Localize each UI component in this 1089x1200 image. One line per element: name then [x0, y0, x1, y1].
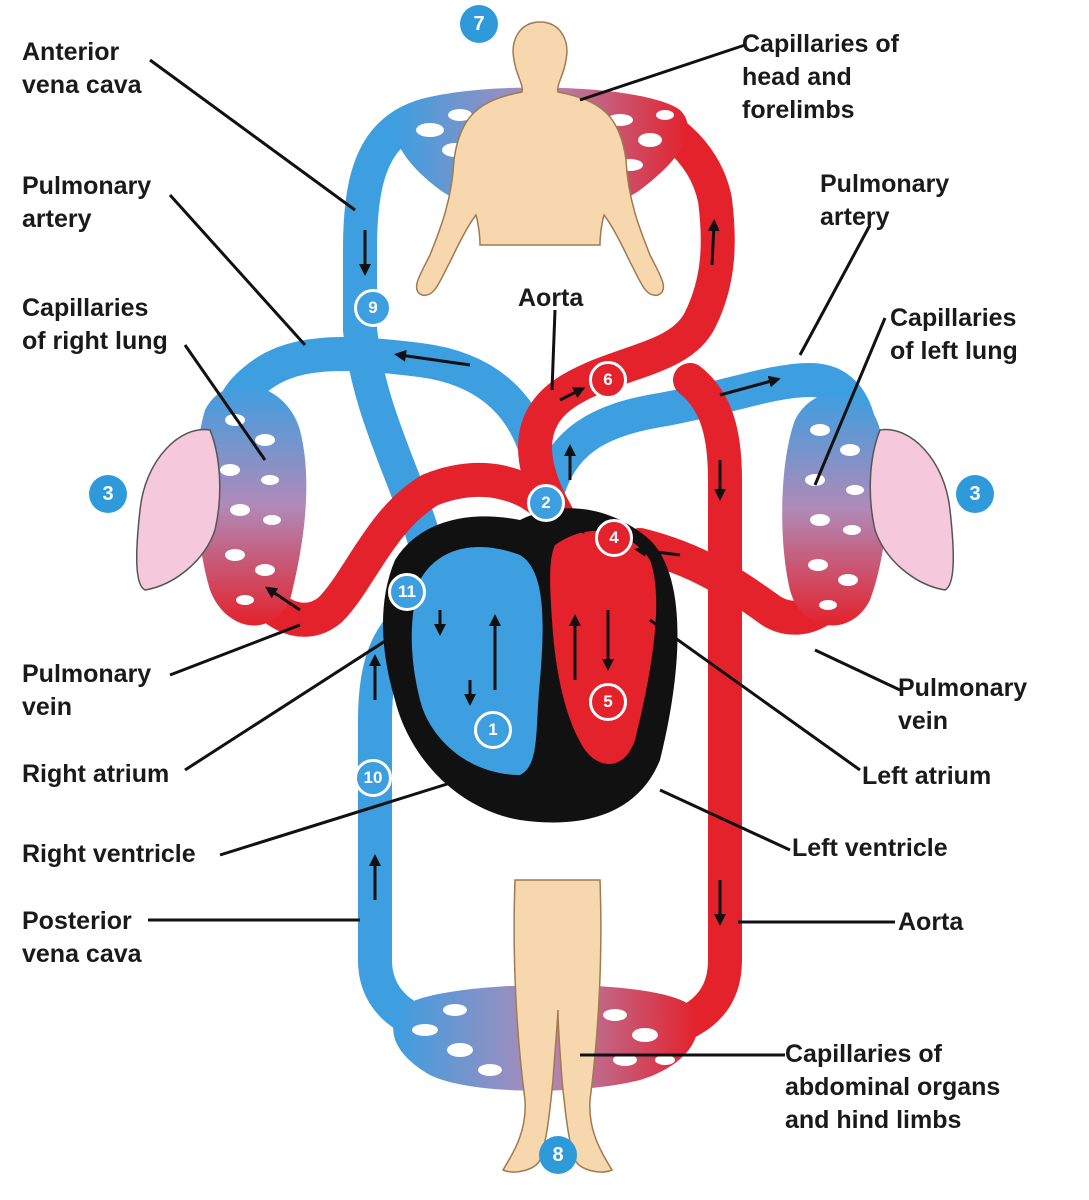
label-posterior-vena-cava: Posterior vena cava	[22, 907, 142, 968]
step-badge-6: 6	[589, 361, 627, 399]
label-aorta-bottom: Aorta	[898, 908, 964, 936]
step-badge-5: 5	[589, 683, 627, 721]
pulmonary-vein-right-lung	[223, 463, 577, 637]
step-badge-8: 8	[539, 1136, 577, 1174]
right-lung-capillaries	[195, 385, 307, 626]
label-capillaries-right-lung: Capillaries of right lung	[22, 294, 168, 355]
left-heart-chambers	[550, 530, 657, 764]
step-badge-11: 11	[388, 573, 426, 611]
step-badge-2: 2	[527, 484, 565, 522]
label-pulmonary-artery-left: Pulmonary artery	[22, 172, 152, 233]
left-lung-capillaries	[782, 392, 888, 626]
left-lung	[869, 428, 955, 591]
label-aorta-top: Aorta	[518, 284, 584, 312]
step-badge-3-left: 3	[89, 475, 127, 513]
label-left-atrium: Left atrium	[862, 762, 992, 790]
heart	[382, 508, 678, 823]
right-heart-chambers	[411, 547, 543, 775]
flow-arrows	[265, 219, 781, 926]
label-pulmonary-vein-right: Pulmonary vein	[898, 674, 1028, 735]
step-badge-1: 1	[474, 711, 512, 749]
label-capillaries-abdominal: Capillaries of abdominal organs and hind…	[785, 1040, 1001, 1134]
label-left-ventricle: Left ventricle	[792, 834, 948, 862]
label-pulmonary-vein-left: Pulmonary vein	[22, 660, 152, 721]
label-pulmonary-artery-right: Pulmonary artery	[820, 170, 950, 231]
step-badge-3-right: 3	[956, 475, 994, 513]
step-badge-7: 7	[460, 5, 498, 43]
aorta-to-head	[518, 93, 735, 537]
lower-body-silhouette	[501, 879, 614, 1173]
leader-lines	[148, 43, 901, 1057]
right-lung	[135, 428, 221, 591]
label-right-atrium: Right atrium	[22, 760, 170, 788]
label-capillaries-head: Capillaries of head and forelimbs	[742, 30, 899, 124]
label-capillaries-left-lung: Capillaries of left lung	[890, 304, 1018, 365]
label-right-ventricle: Right ventricle	[22, 840, 196, 868]
step-badge-4: 4	[595, 519, 633, 557]
label-anterior-vena-cava: Anterior vena cava	[22, 38, 142, 99]
upper-body-silhouette	[415, 21, 665, 296]
step-badge-9: 9	[354, 289, 392, 327]
step-badge-10: 10	[354, 759, 392, 797]
